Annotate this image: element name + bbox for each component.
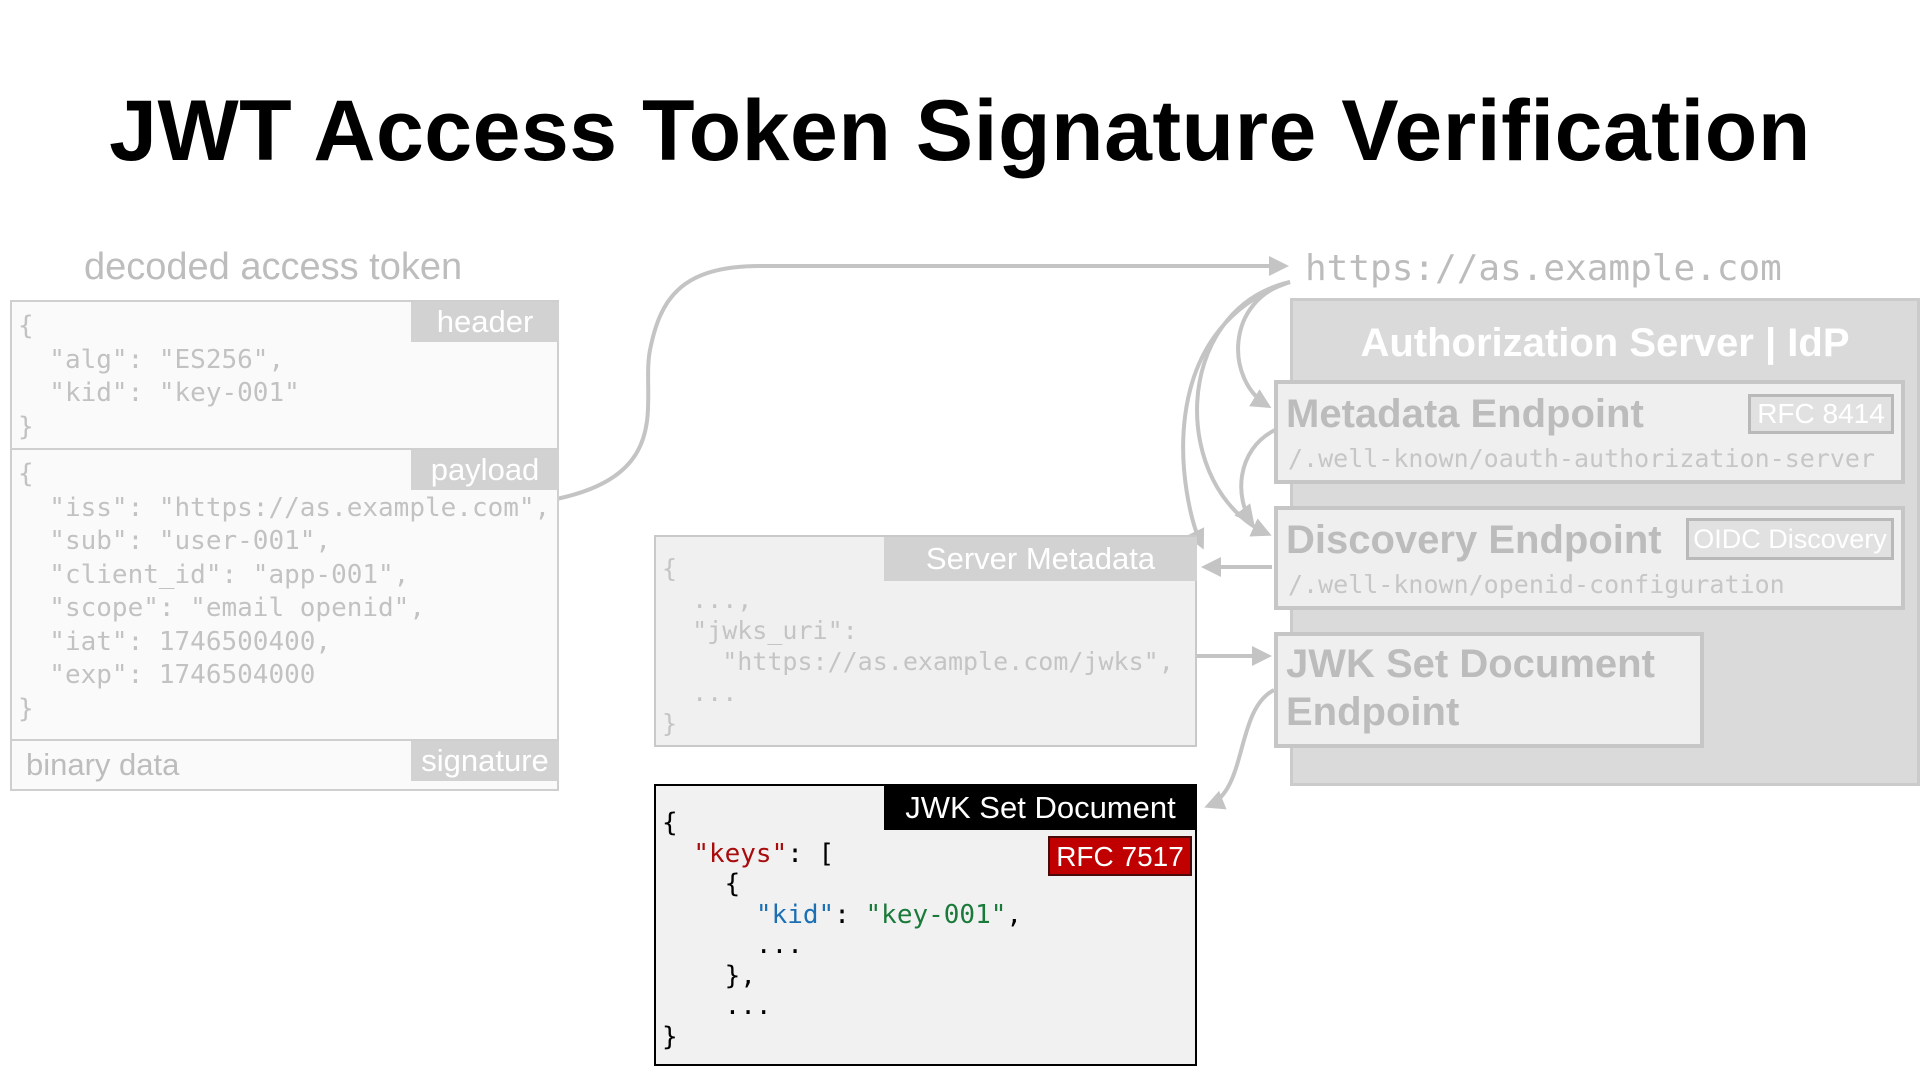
rfc7517-badge: RFC 7517 (1048, 836, 1192, 876)
discovery-endpoint: Discovery Endpoint OIDC Discovery /.well… (1274, 506, 1905, 610)
metadata-line: } (662, 709, 678, 738)
signature-value: binary data (26, 747, 180, 782)
kid-value: "key-001" (865, 899, 1007, 930)
header-line: } (18, 411, 34, 442)
metadata-line: ..., (662, 585, 753, 614)
payload-line: { (18, 459, 34, 489)
discovery-endpoint-path: /.well-known/openid-configuration (1288, 570, 1785, 599)
server-metadata-tag: Server Metadata (884, 537, 1197, 581)
payload-line: "iat": 1746500400, (18, 626, 332, 657)
kid-key: "kid" (755, 899, 835, 930)
payload-line: "scope": "email openid", (18, 593, 425, 623)
header-tag: header (411, 302, 559, 342)
signature-tag: signature (411, 741, 559, 781)
kid-colon: : (834, 899, 866, 930)
jwks-endpoint: JWK Set Document Endpoint (1274, 632, 1704, 748)
server-metadata-box: Server Metadata { ..., "jwks_uri": "http… (654, 535, 1197, 747)
jwks-endpoint-title-line2: Endpoint (1286, 690, 1460, 734)
object-open: { (662, 869, 741, 899)
keys-array-open: : [ (787, 838, 835, 869)
metadata-endpoint-title: Metadata Endpoint (1286, 392, 1644, 436)
jwk-set-document-box: JWK Set Document RFC 7517 { "keys": [ { … (654, 784, 1197, 1066)
kid-comma: , (1006, 899, 1023, 930)
header-json: { "alg": "ES256", "kid": "key-001" } (18, 310, 300, 444)
brace-close: } (662, 1021, 678, 1052)
payload-line: } (18, 693, 34, 724)
payload-line: "iss": "https://as.example.com", (18, 492, 551, 523)
jwk-set-document-tag: JWK Set Document (884, 786, 1197, 830)
arrow-endpoint-to-jwk-set (1204, 688, 1276, 810)
page-title: JWT Access Token Signature Verification (109, 83, 1811, 179)
jwks-endpoint-title-line1: JWK Set Document (1286, 642, 1655, 686)
jwk-set-json: { "keys": [ { "kid": "key-001", ... }, .… (662, 808, 1022, 1052)
payload-line: "exp": 1746504000 (18, 660, 316, 690)
metadata-line: { (662, 554, 678, 583)
token-signature-box: signature binary data (10, 739, 559, 791)
arrow-metadata-endpoint-to-box (1234, 428, 1276, 526)
token-header-box: header { "alg": "ES256", "kid": "key-001… (10, 300, 559, 450)
token-payload-box: payload { "iss": "https://as.example.com… (10, 448, 559, 741)
metadata-line: "jwks_uri": (662, 616, 858, 645)
decoded-token-caption: decoded access token (84, 246, 463, 288)
brace-open: { (662, 808, 678, 838)
payload-tag: payload (411, 450, 559, 490)
inner-ellipsis: ... (662, 930, 803, 960)
header-line: "kid": "key-001" (18, 378, 300, 408)
issuer-url: https://as.example.com (1305, 248, 1782, 289)
outer-ellipsis: ... (662, 991, 772, 1021)
metadata-line: ... (662, 678, 738, 707)
payload-line: "client_id": "app-001", (18, 559, 410, 590)
server-title: Authorization Server | IdP (1360, 321, 1850, 365)
metadata-line: "https://as.example.com/jwks", (662, 647, 1174, 676)
keys-key: "keys" (693, 838, 788, 869)
payload-line: "sub": "user-001", (18, 526, 332, 556)
metadata-endpoint-path: /.well-known/oauth-authorization-server (1288, 444, 1875, 473)
metadata-endpoint: Metadata Endpoint RFC 8414 /.well-known/… (1274, 380, 1905, 484)
rfc8414-badge: RFC 8414 (1748, 394, 1894, 434)
header-line: "alg": "ES256", (18, 344, 285, 375)
arrow-iss-to-issuer (539, 256, 1289, 504)
arrow-issuer-to-metadata-box (1181, 280, 1291, 550)
discovery-endpoint-title: Discovery Endpoint (1286, 518, 1662, 562)
header-line: { (18, 311, 34, 341)
payload-json: { "iss": "https://as.example.com", "sub"… (18, 458, 550, 726)
oidc-discovery-badge: OIDC Discovery (1686, 518, 1894, 560)
server-metadata-json: { ..., "jwks_uri": "https://as.example.c… (662, 553, 1174, 739)
object-close: }, (662, 960, 756, 991)
